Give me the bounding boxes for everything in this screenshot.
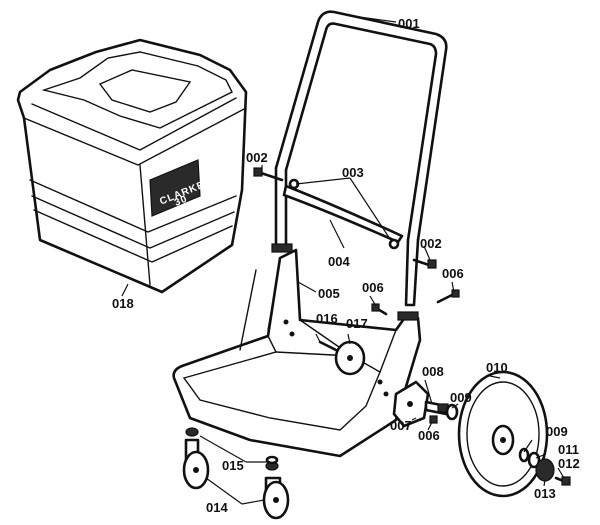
label-008: 008	[422, 364, 444, 379]
label-006-lower: 006	[418, 428, 440, 443]
cross-bar	[282, 184, 404, 244]
label-001: 001	[398, 16, 420, 31]
washer-inner	[445, 403, 459, 421]
pin-plate	[318, 340, 338, 352]
caster-right	[262, 461, 290, 520]
label-011: 011	[558, 442, 579, 457]
label-005: 005	[318, 286, 340, 301]
label-003: 003	[342, 165, 364, 180]
label-018: 018	[112, 296, 134, 311]
brand-model: 30	[173, 194, 189, 209]
label-009-inner: 009	[450, 390, 472, 405]
axle-bolt	[424, 400, 449, 416]
axle-screw	[554, 476, 571, 486]
axle-bracket	[392, 380, 430, 428]
callout-labels: 001 002 002 003 004 005 006 006 006 007 …	[112, 16, 580, 515]
label-013: 013	[534, 486, 556, 501]
screw-right	[436, 289, 460, 304]
label-002-left: 002	[246, 150, 268, 165]
leader-lines	[121, 15, 565, 505]
label-015: 015	[222, 458, 244, 473]
label-012: 012	[558, 456, 580, 471]
wheel-nut	[527, 451, 541, 469]
caster-left	[182, 427, 210, 490]
label-002-right: 002	[420, 236, 442, 251]
label-006-center: 006	[362, 280, 384, 295]
label-010: 010	[486, 360, 508, 375]
bolt-right	[412, 258, 437, 269]
hopper-bucket: CLARKE 30	[16, 38, 248, 294]
hub-cap	[535, 458, 555, 482]
mounting-plate	[334, 340, 366, 376]
washer-outer	[518, 447, 530, 463]
label-009-outer: 009	[546, 424, 568, 439]
label-007: 007	[390, 418, 412, 433]
screw-lower	[429, 415, 438, 424]
main-wheel	[457, 370, 549, 498]
handle-frame	[274, 10, 448, 307]
label-006-right: 006	[442, 266, 464, 281]
label-016: 016	[316, 311, 338, 326]
base-frame	[172, 243, 422, 458]
label-004: 004	[328, 254, 350, 269]
label-014: 014	[206, 500, 228, 515]
label-017: 017	[346, 316, 368, 331]
screw-center	[371, 303, 388, 316]
